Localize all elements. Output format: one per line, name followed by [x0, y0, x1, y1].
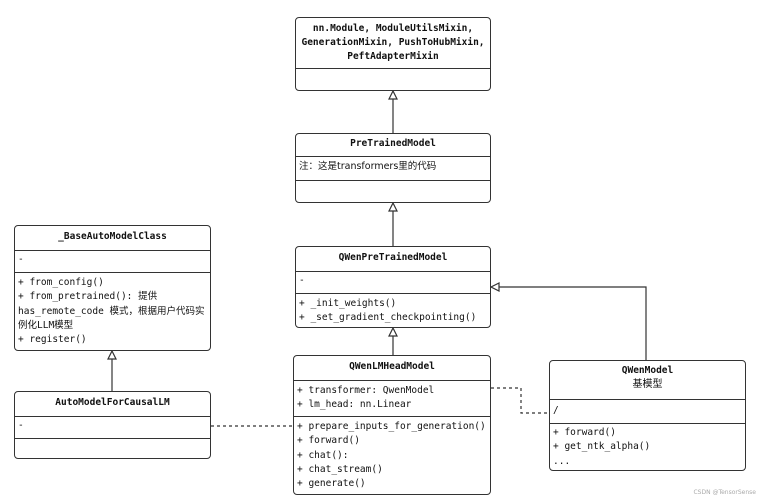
- method-ellipsis: ...: [553, 455, 571, 467]
- class-qwen-model-title: QWenModel 基模型: [550, 361, 745, 399]
- dependency-lmhead-to-qwenmodel: [491, 387, 549, 414]
- inherit-arrow-qwen-pretrained-2: [489, 282, 500, 292]
- class-qwen-model-attrs: /: [550, 399, 745, 423]
- class-base-auto-model[interactable]: _BaseAutoModelClass - + from_config() + …: [14, 225, 211, 351]
- class-pretrained-model-title: PreTrainedModel: [350, 138, 436, 149]
- class-pretrained-model-methods: [296, 180, 490, 202]
- class-qwen-model-name: QWenModel: [621, 365, 674, 376]
- class-qwen-model-subtitle: 基模型: [632, 379, 663, 390]
- class-nn-module-title: nn.Module, ModuleUtilsMixin, GenerationM…: [301, 23, 485, 62]
- class-base-auto-model-attrs: -: [15, 250, 210, 272]
- class-qwen-lmhead-model-title: QWenLMHeadModel: [349, 361, 435, 372]
- class-base-auto-model-methods: + from_config() + from_pretrained(): 提供h…: [15, 272, 210, 350]
- class-qwen-pretrained-model-attrs: -: [296, 271, 490, 293]
- inherit-arrow-pretrained: [388, 201, 398, 212]
- method-chat-stream: + chat_stream(): [297, 463, 383, 475]
- method-init-weights: + _init_weights(): [299, 298, 397, 309]
- method-set-gradient-checkpointing: + _set_gradient_checkpointing(): [299, 312, 477, 324]
- method-chat: + chat():: [297, 449, 349, 461]
- method-forward: + forward(): [553, 427, 616, 438]
- class-qwen-lmhead-model-attrs: + transformer: QwenModel + lm_head: nn.L…: [294, 380, 490, 416]
- class-pretrained-model[interactable]: PreTrainedModel 注：这是transformers里的代码: [295, 133, 491, 203]
- method-from-pretrained: + from_pretrained(): 提供has_remote_code 模…: [18, 291, 205, 331]
- class-nn-module-body: [296, 68, 490, 90]
- class-auto-model-for-causal-lm[interactable]: AutoModelForCausalLM -: [14, 391, 211, 459]
- inherit-line-qwen-model: [497, 286, 647, 360]
- attr-lm-head: + lm_head: nn.Linear: [297, 399, 412, 411]
- method-prepare-inputs: + prepare_inputs_for_generation(): [297, 421, 486, 432]
- attr-transformer: + transformer: QwenModel: [297, 385, 435, 396]
- class-qwen-lmhead-model-methods: + prepare_inputs_for_generation() + forw…: [294, 416, 490, 494]
- class-qwen-model-methods: + forward() + get_ntk_alpha() ...: [550, 423, 745, 470]
- method-from-config: + from_config(): [18, 277, 104, 288]
- class-qwen-pretrained-model-title: QWenPreTrainedModel: [338, 252, 448, 263]
- inherit-arrow-qwen-pretrained-1: [388, 326, 398, 337]
- method-generate: + generate(): [297, 478, 366, 490]
- method-forward: + forward(): [297, 435, 360, 447]
- class-auto-model-for-causal-lm-methods: [15, 438, 210, 458]
- inherit-arrow-nn-module: [388, 89, 398, 100]
- class-auto-model-for-causal-lm-attrs: -: [15, 416, 210, 438]
- method-get-ntk-alpha: + get_ntk_alpha(): [553, 441, 651, 453]
- class-auto-model-for-causal-lm-title: AutoModelForCausalLM: [55, 397, 170, 408]
- class-qwen-pretrained-model-methods: + _init_weights() + _set_gradient_checkp…: [296, 293, 490, 327]
- class-qwen-model[interactable]: QWenModel 基模型 / + forward() + get_ntk_al…: [549, 360, 746, 471]
- watermark: CSDN @TensorSense: [693, 489, 756, 496]
- inherit-arrow-base-auto: [107, 349, 117, 360]
- class-qwen-pretrained-model[interactable]: QWenPreTrainedModel - + _init_weights() …: [295, 246, 491, 328]
- method-register: + register(): [18, 334, 87, 346]
- class-pretrained-model-note: 注：这是transformers里的代码: [296, 156, 490, 180]
- class-qwen-lmhead-model[interactable]: QWenLMHeadModel + transformer: QwenModel…: [293, 355, 491, 495]
- class-base-auto-model-title: _BaseAutoModelClass: [58, 231, 167, 242]
- class-nn-module[interactable]: nn.Module, ModuleUtilsMixin, GenerationM…: [295, 17, 491, 91]
